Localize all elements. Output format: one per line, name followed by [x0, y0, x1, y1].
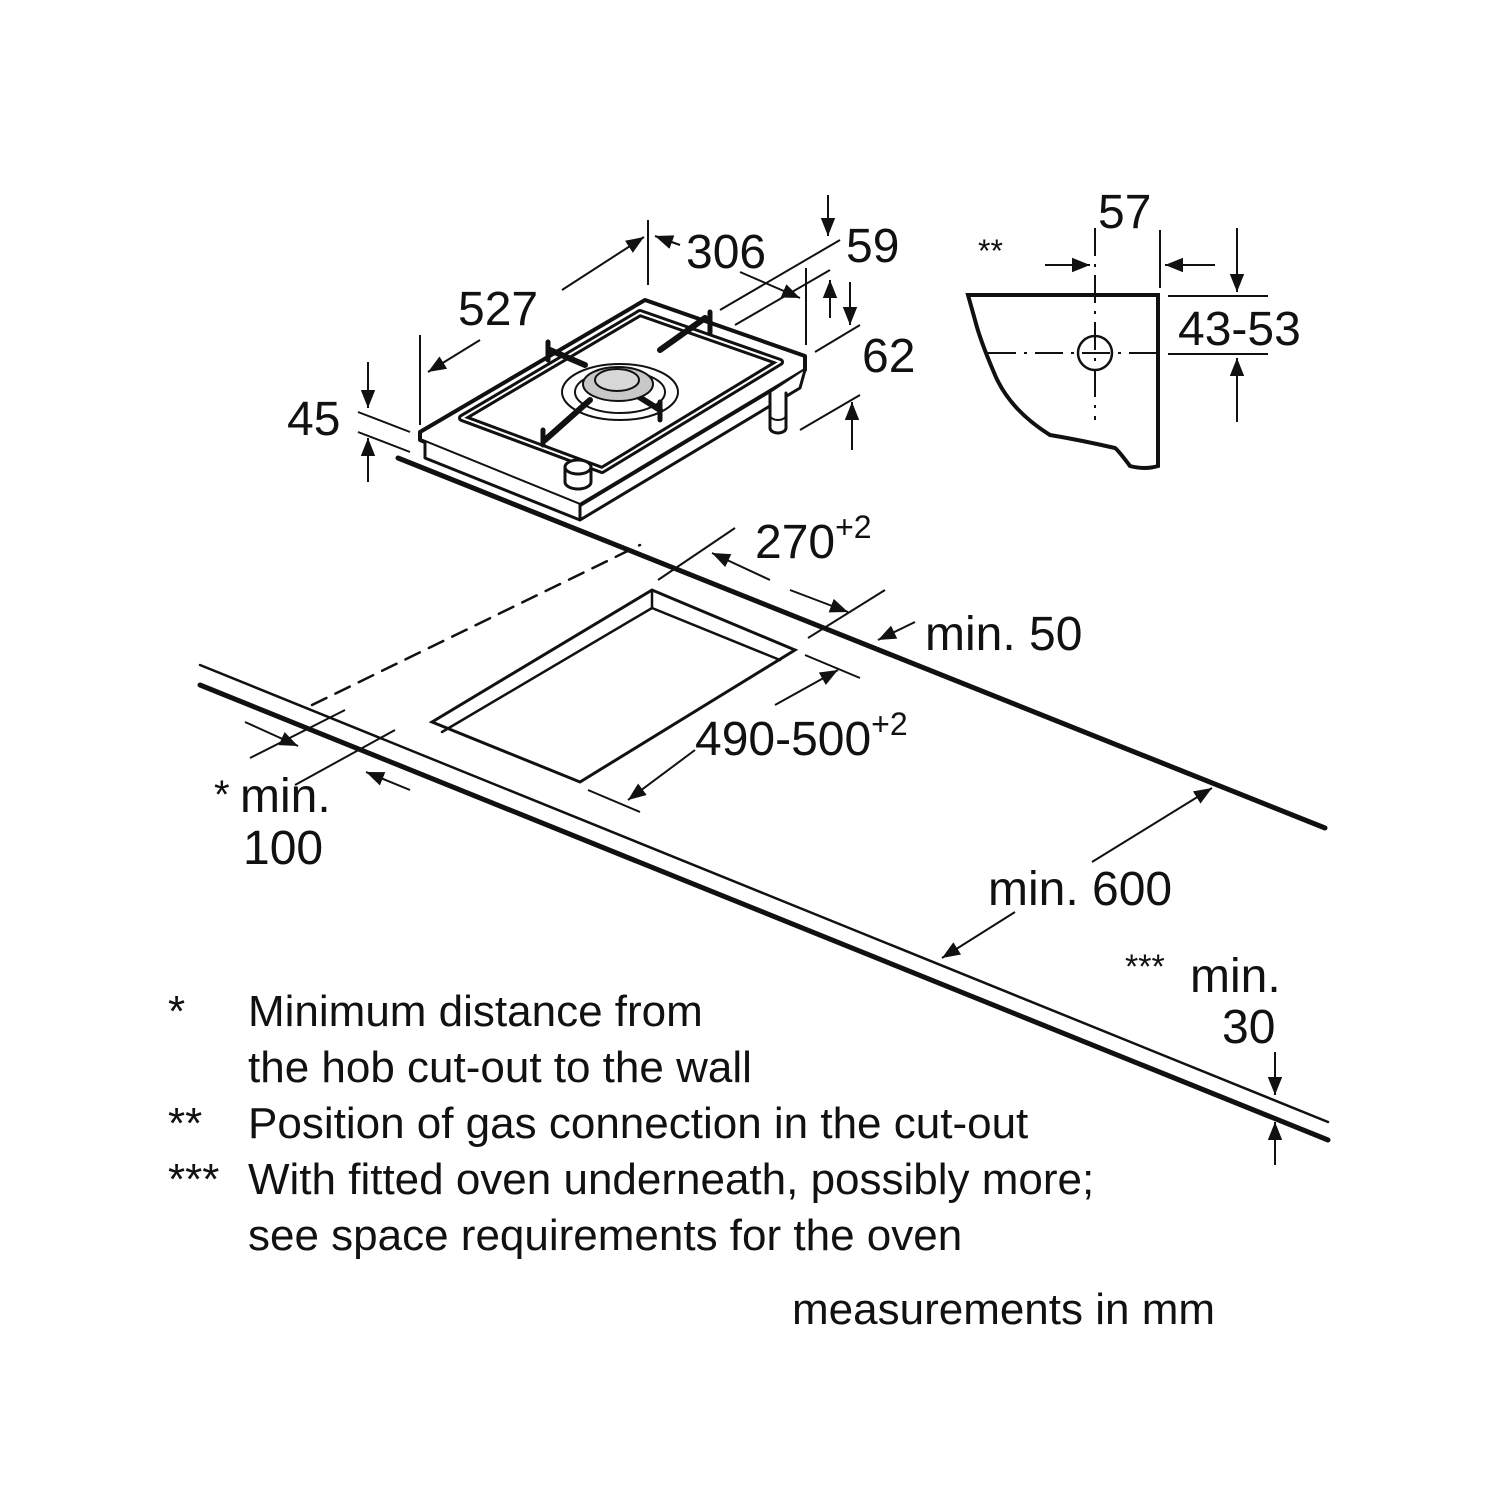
footnote-3: *** With fitted oven underneath, possibly…: [168, 1152, 1094, 1264]
gas-connection-detail: [965, 228, 1268, 470]
footnote-1: * Minimum distance from the hob cut-out t…: [168, 984, 752, 1096]
cutout-width-label: 270+2: [755, 509, 872, 569]
worktop-rear-edge: [395, 455, 1328, 831]
units-caption: measurements in mm: [792, 1285, 1216, 1334]
dim-line-min-50: [877, 621, 916, 641]
worktop-min-value: 30: [1222, 1001, 1275, 1054]
worktop-drawing: [197, 455, 1331, 1143]
footnote-2-line-1: Position of gas connection in the cut-ou…: [248, 1099, 1029, 1148]
hob-height-label: 45: [287, 393, 340, 446]
cutout-width-tolerance: +2: [835, 509, 871, 545]
footnote-1-line-2: the hob cut-out to the wall: [248, 1043, 752, 1092]
dim-line-min-600: [1091, 787, 1213, 863]
pan-support-finger: [542, 315, 708, 443]
worktop-marker: ***: [1125, 948, 1165, 986]
cutout-outer: [428, 588, 799, 784]
gas-detail-marker: **: [978, 233, 1003, 269]
connection-height-label: 62: [862, 330, 915, 383]
hob-side: [423, 368, 807, 522]
connection-offset-label: 59: [846, 220, 899, 273]
footnote-2: ** Position of gas connection in the cut-…: [168, 1096, 1028, 1152]
cutout-inner-edge: [440, 588, 782, 734]
cutout-dimensions: [244, 527, 1283, 1165]
depth-min-label: min. 600: [988, 863, 1172, 916]
worktop-front-top-edge: [198, 663, 1330, 1124]
hob-drawing: [418, 298, 807, 522]
rear-min-label: min. 50: [925, 608, 1082, 661]
worktop-min-label: min.: [1190, 950, 1281, 1003]
worktop-front-bottom-edge: [197, 682, 1331, 1143]
hob-length-label: 527: [458, 283, 538, 336]
wall-min-value: 100: [243, 822, 323, 875]
dim-line-min-100: [244, 721, 299, 747]
gas-vertical-label: 43-53: [1178, 303, 1301, 356]
wall-reference-dashed: [310, 543, 642, 707]
wall-min-label: min.: [240, 770, 331, 823]
gas-pipe-circle: [1076, 334, 1114, 372]
dim-line-306: [654, 235, 681, 249]
gas-horizontal-label: 57: [1098, 186, 1151, 239]
cutout-length-label: 490-500+2: [695, 706, 908, 766]
footnote-2-mark: **: [168, 1099, 203, 1148]
footnote-3-mark: ***: [168, 1155, 220, 1204]
dim-line-527: [427, 339, 481, 373]
burner-outer-ring: [561, 363, 679, 421]
footnote-1-line-1: Minimum distance from: [248, 987, 703, 1036]
hob-dimensions: [357, 195, 861, 482]
dim-line-270: [711, 552, 771, 581]
cutout-section: [965, 293, 1160, 470]
footnote-3-line-1: With fitted oven underneath, possibly mo…: [248, 1155, 1095, 1204]
gas-connector: [768, 391, 788, 435]
cutout-length-tolerance: +2: [871, 706, 907, 742]
footnote-1-mark: *: [168, 987, 186, 1036]
hob-width-label: 306: [686, 226, 766, 279]
dim-line-490-500: [774, 669, 839, 706]
wall-min-marker: *: [214, 773, 230, 817]
footnote-3-line-2: see space requirements for the oven: [248, 1211, 963, 1260]
